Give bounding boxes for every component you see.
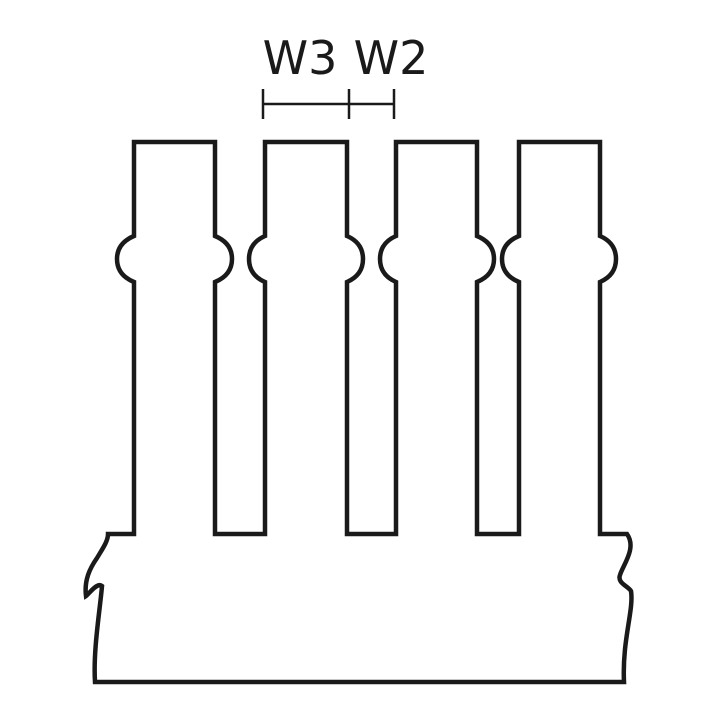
comb-outline — [83, 139, 634, 685]
w3-label: W3 — [263, 31, 338, 85]
dimension-bracket — [261, 89, 396, 119]
w2-label: W2 — [354, 31, 429, 85]
